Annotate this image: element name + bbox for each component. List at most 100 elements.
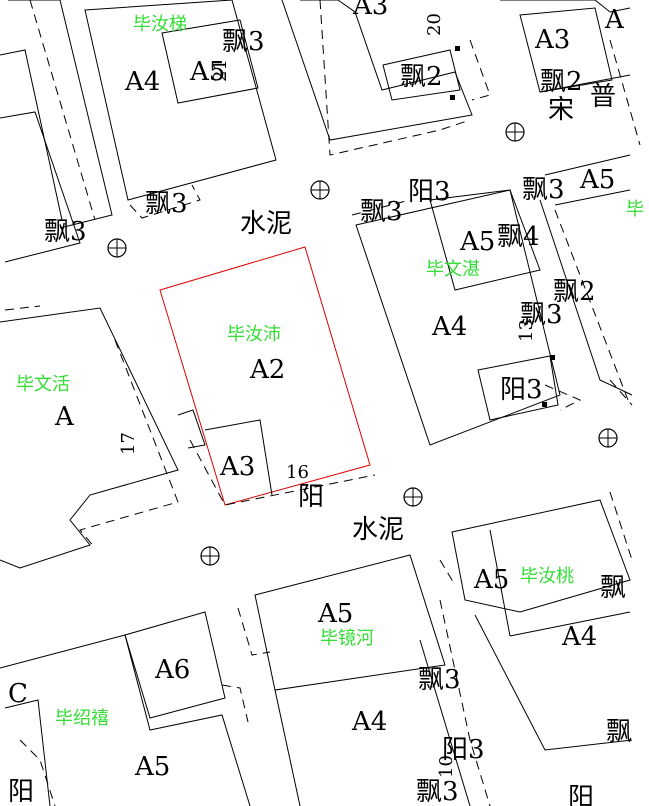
structure-label: A5 bbox=[459, 227, 495, 257]
parcel-outline bbox=[419, 639, 471, 806]
structure-label: 飘3 bbox=[145, 189, 188, 219]
structure-label: A5 bbox=[579, 165, 615, 195]
road-label: 水泥 bbox=[240, 209, 292, 239]
structure-label: A3 bbox=[534, 25, 570, 55]
structure-label: 阳3 bbox=[408, 177, 451, 207]
structure-label: 普 bbox=[590, 82, 616, 112]
structure-label: A bbox=[604, 5, 625, 35]
structure-label: A5 bbox=[317, 599, 353, 629]
structure-label: A bbox=[54, 402, 75, 432]
parcel-outline bbox=[0, 111, 81, 263]
structure-label: A4 bbox=[351, 707, 387, 737]
parcel-outline bbox=[355, 189, 561, 446]
dashed-boundary bbox=[544, 384, 582, 411]
structure-label: 飘2 bbox=[400, 62, 443, 92]
parcel-outline bbox=[0, 307, 179, 569]
dimension-label: 21 bbox=[210, 59, 231, 82]
parcel-outline bbox=[489, 529, 511, 637]
structure-label: A5 bbox=[134, 752, 170, 782]
dashed-boundary bbox=[189, 439, 376, 506]
corner-mark bbox=[550, 355, 555, 360]
parcel-outline bbox=[4, 699, 51, 806]
structure-label: 飘 bbox=[600, 573, 626, 603]
parcel-outline bbox=[477, 355, 559, 421]
parcel-outline bbox=[382, 49, 461, 101]
structure-label: 阳 bbox=[8, 777, 34, 806]
parcel-outline bbox=[554, 189, 631, 206]
parcel-outline bbox=[281, 0, 473, 141]
parcel-outline bbox=[429, 189, 541, 291]
road-label: 水泥 bbox=[352, 515, 404, 545]
dimension-label: 16 bbox=[286, 462, 309, 483]
structure-label: 飘3 bbox=[360, 197, 403, 227]
survey-points bbox=[107, 122, 618, 566]
structure-label: A3 bbox=[219, 452, 255, 482]
parcel-outline bbox=[177, 409, 206, 449]
structure-label: 飘3 bbox=[522, 175, 565, 205]
owner-label: 毕文活 bbox=[16, 374, 70, 395]
structure-label: 飘 bbox=[606, 717, 632, 747]
dimension-label: 10 bbox=[436, 755, 457, 778]
structure-label: A5 bbox=[473, 565, 509, 595]
structure-label: A4 bbox=[124, 67, 160, 97]
structure-label: A4 bbox=[431, 312, 467, 342]
structure-label: C bbox=[8, 679, 28, 709]
parcel-outline bbox=[539, 199, 633, 396]
parcel-outline bbox=[451, 499, 631, 613]
structure-label: 飘3 bbox=[418, 665, 461, 695]
dashed-boundary bbox=[609, 39, 641, 146]
structure-label: 飘3 bbox=[416, 777, 459, 806]
structure-label: 阳3 bbox=[500, 375, 543, 405]
owner-label: 毕绍禧 bbox=[55, 708, 109, 729]
structure-label: A2 bbox=[249, 355, 285, 385]
dashed-boundary bbox=[129, 184, 201, 219]
dashed-boundary bbox=[79, 339, 179, 549]
parcel-outline bbox=[0, 49, 63, 221]
structure-label: 阳3 bbox=[442, 735, 485, 765]
owner-label-subject: 毕汝沛 bbox=[227, 324, 281, 345]
corner-mark bbox=[455, 46, 460, 51]
dashed-boundary bbox=[439, 599, 491, 806]
owner-label: 毕文湛 bbox=[426, 259, 480, 280]
structure-label: 阳 bbox=[568, 783, 594, 806]
dashed-boundary bbox=[469, 39, 491, 101]
structure-label: A6 bbox=[154, 655, 190, 685]
structure-label: A3 bbox=[352, 0, 388, 21]
parcel-outline bbox=[519, 7, 613, 93]
dashed-boundary bbox=[609, 379, 633, 406]
parcel-outline bbox=[274, 689, 301, 806]
structure-labels: A3 A3 A 飘3 A4 A5 21 20 飘2 飘2 宋 普 飘3 飘3 水… bbox=[8, 0, 632, 806]
dimension-label: 13 bbox=[516, 319, 537, 342]
owner-label: 毕汝梯 bbox=[133, 14, 187, 35]
dashed-boundary bbox=[19, 739, 56, 806]
dashed-boundary bbox=[319, 0, 471, 156]
dashed-boundary bbox=[439, 559, 456, 586]
parcel-outline bbox=[474, 614, 633, 751]
parcel-outline bbox=[254, 554, 446, 691]
parcel-outline bbox=[84, 0, 277, 201]
dashed-boundary bbox=[554, 209, 629, 401]
dashed-boundary bbox=[609, 491, 633, 561]
corner-mark bbox=[450, 95, 455, 100]
corner-marks bbox=[450, 46, 555, 407]
dashed-boundaries bbox=[4, 0, 641, 806]
parcel-outline bbox=[0, 634, 251, 806]
dimension-label: 20 bbox=[424, 13, 445, 36]
dashed-boundary bbox=[351, 199, 411, 216]
dashed-boundary bbox=[237, 607, 271, 656]
dashed-boundary bbox=[29, 0, 96, 221]
parcel-outline bbox=[8, 0, 113, 229]
dashed-boundary bbox=[221, 684, 249, 723]
structure-label: 飘2 bbox=[553, 277, 596, 307]
owner-label: 毕镜河 bbox=[320, 628, 374, 649]
dimension-label: 17 bbox=[118, 432, 139, 455]
structure-label: A5 bbox=[189, 57, 225, 87]
parcel-outline bbox=[539, 74, 631, 93]
structure-label: A4 bbox=[561, 622, 597, 652]
parcel-outline bbox=[161, 19, 259, 104]
parcel-outline bbox=[204, 419, 273, 496]
structure-label: 飘2 bbox=[540, 67, 583, 97]
parcel-outline bbox=[500, 0, 631, 13]
parcel-outline bbox=[509, 611, 631, 637]
